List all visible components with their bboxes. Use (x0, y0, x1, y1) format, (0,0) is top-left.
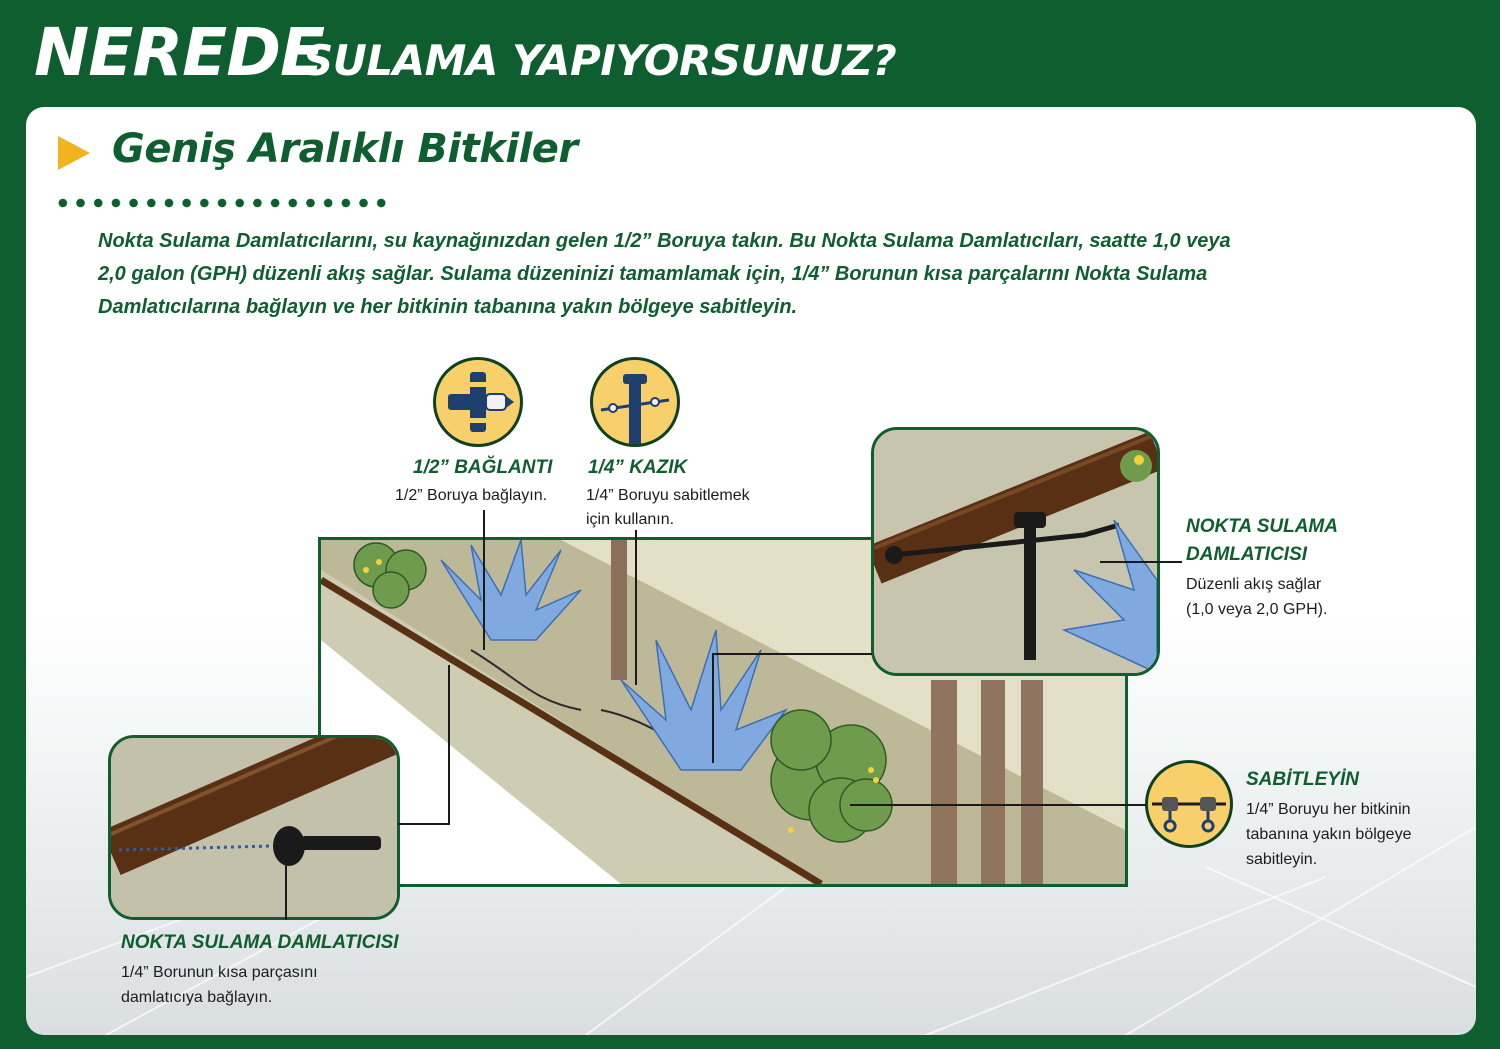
emitter-left-title: NOKTA SULAMA DAMLATICISI (121, 932, 399, 953)
page-header: NEREDE SULAMA YAPIYORSUNUZ? (0, 0, 1500, 105)
leader-line-inset-right-h (712, 653, 872, 655)
intro-paragraph: Nokta Sulama Damlatıcılarını, su kaynağı… (98, 230, 1231, 318)
leader-line-emitter-right (1100, 561, 1182, 563)
stake-clip-icon (1145, 760, 1233, 848)
leader-line-inset-left-v (448, 665, 450, 825)
secure-title: SABİTLEYİN (1246, 769, 1359, 790)
emitter-closeup-inset (108, 735, 400, 920)
section-title: Geniş Aralıklı Bitkiler (112, 126, 578, 172)
secure-text-3: sabitleyin. (1246, 851, 1318, 868)
leader-line-stake (635, 530, 637, 685)
leader-line-inset-right-v (712, 653, 714, 763)
stake-text-1: 1/4” Boruyu sabitlemek (586, 487, 750, 504)
emitter-left-text-1: 1/4” Borunun kısa parçasını (121, 964, 318, 981)
leader-line-emitter-left (285, 860, 287, 920)
emitter-right-text-2: (1,0 veya 2,0 GPH). (1186, 601, 1328, 618)
leader-line-connector (483, 510, 485, 650)
leader-line-inset-left-h (398, 823, 450, 825)
secure-text-2: tabanına yakın bölgeye (1246, 826, 1412, 843)
leader-line-secure (850, 804, 1146, 806)
dotted-divider (54, 197, 394, 209)
header-title-big: NEREDE (34, 14, 325, 91)
emitter-left-text-2: damlatıcıya bağlayın. (121, 989, 273, 1006)
header-title-small: SULAMA YAPIYORSUNUZ? (303, 36, 897, 85)
emitter-stake-inset (871, 427, 1160, 676)
stake-title: 1/4” KAZIK (588, 457, 688, 478)
emitter-right-text-1: Düzenli akış sağlar (1186, 576, 1322, 593)
stake-icon (590, 357, 680, 447)
secure-text-1: 1/4” Boruyu her bitkinin (1246, 801, 1411, 818)
emitter-right-title-1: NOKTA SULAMA (1186, 516, 1338, 537)
connector-text: 1/2” Boruya bağlayın. (395, 487, 548, 504)
emitter-right-title-2: DAMLATICISI (1186, 544, 1308, 565)
section-arrow-icon (58, 136, 90, 170)
connector-icon (433, 357, 523, 447)
stake-text-2: için kullanın. (586, 511, 675, 528)
connector-title: 1/2” BAĞLANTI (413, 457, 553, 478)
